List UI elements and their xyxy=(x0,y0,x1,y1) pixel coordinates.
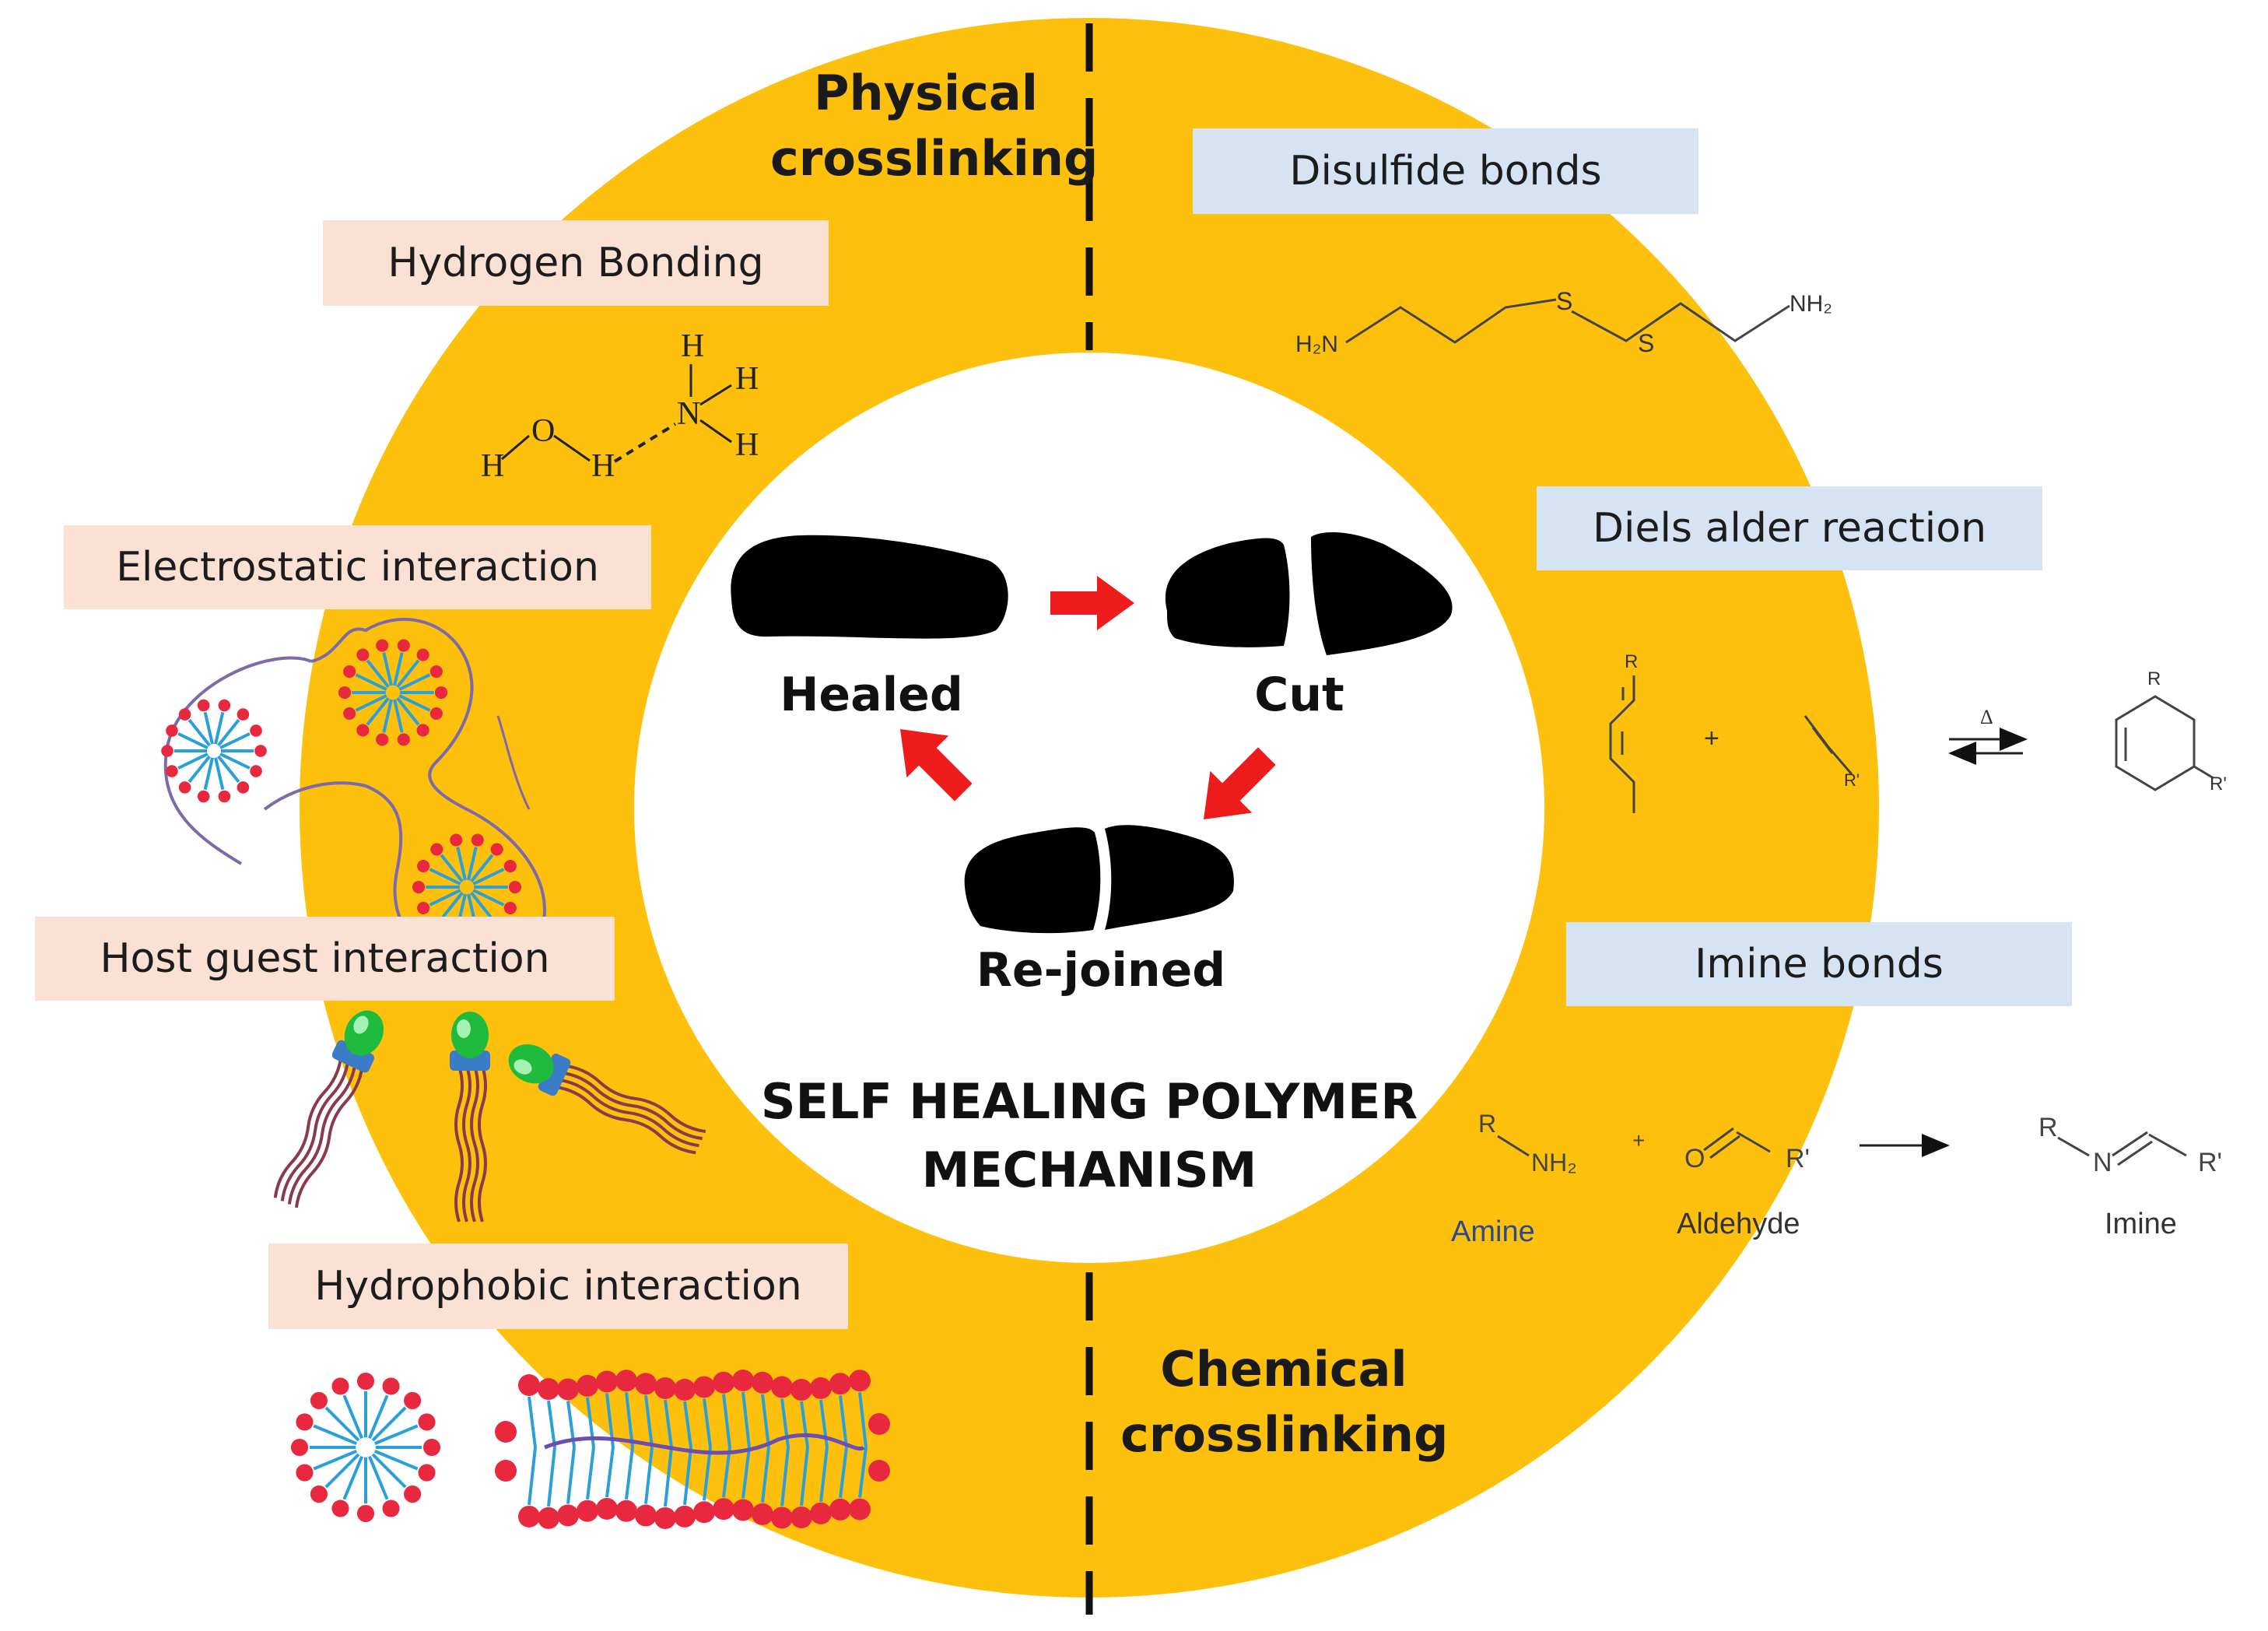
label-disulfide-bonds: Disulfide bonds xyxy=(1193,128,1698,214)
svg-text:R: R xyxy=(1478,1110,1496,1138)
rejoined-shape-left xyxy=(964,827,1101,934)
svg-text:+: + xyxy=(1632,1128,1645,1152)
micelle xyxy=(290,1372,441,1523)
arrow-cut-to-rejoined xyxy=(1203,747,1276,820)
hydrophobic-illustration xyxy=(290,1370,890,1529)
center-title-line2: MECHANISM xyxy=(921,1142,1257,1198)
svg-text:N: N xyxy=(677,396,700,432)
svg-text:R': R' xyxy=(2210,773,2227,794)
micelle-group xyxy=(161,639,522,941)
label-diels-alder-reaction: Diels alder reaction xyxy=(1537,486,2042,570)
electrostatic-illustration xyxy=(161,618,547,961)
micelle xyxy=(161,699,267,803)
svg-text:NH₂: NH₂ xyxy=(1790,291,1832,317)
chemical-heading-line1: Chemical xyxy=(1160,1341,1407,1398)
arrow-healed-to-cut xyxy=(1050,576,1134,630)
svg-text:S: S xyxy=(1638,329,1654,357)
svg-text:H₂N: H₂N xyxy=(1295,331,1338,357)
imine-structure: R NH₂ + O R' R N R' Amine Aldehyde Imine xyxy=(1451,1110,2222,1248)
physical-heading-line2: crosslinking xyxy=(770,130,1099,187)
hydrogen-bond-structure: H O H N H H H xyxy=(481,328,759,484)
host-guest-unit xyxy=(273,1010,384,1208)
micelle xyxy=(338,639,448,746)
label-imine-bonds: Imine bonds xyxy=(1566,922,2072,1006)
stage-label-healed: Healed xyxy=(780,668,963,722)
svg-text:H: H xyxy=(735,427,759,463)
svg-text:Δ: Δ xyxy=(1980,706,1993,728)
svg-text:NH₂: NH₂ xyxy=(1531,1149,1577,1177)
label-hydrophobic-interaction: Hydrophobic interaction xyxy=(268,1243,848,1329)
svg-text:O: O xyxy=(1684,1144,1705,1173)
svg-text:R: R xyxy=(2038,1113,2058,1142)
rejoined-shape-right xyxy=(1105,825,1234,930)
cut-piece-left xyxy=(1165,538,1290,647)
physical-crosslinking-heading: Physical crosslinking xyxy=(770,61,1099,191)
svg-text:Imine: Imine xyxy=(2105,1208,2177,1240)
center-title-line1: SELF HEALING POLYMER xyxy=(760,1073,1418,1130)
stage-label-cut: Cut xyxy=(1254,668,1344,722)
label-electrostatic-interaction: Electrostatic interaction xyxy=(64,525,651,609)
host-guest-unit xyxy=(508,1043,706,1155)
chemical-crosslinking-heading: Chemical crosslinking xyxy=(1120,1337,1449,1468)
svg-text:N: N xyxy=(2093,1148,2112,1177)
host-guest-illustration xyxy=(273,1010,706,1222)
svg-text:R': R' xyxy=(2198,1148,2222,1177)
physical-heading-line1: Physical xyxy=(814,65,1038,121)
micelle-aggregate xyxy=(495,1370,890,1529)
svg-text:R': R' xyxy=(1844,770,1860,790)
label-host-guest-interaction: Host guest interaction xyxy=(35,917,615,1001)
svg-text:Amine: Amine xyxy=(1451,1215,1535,1248)
svg-text:H: H xyxy=(481,448,504,484)
arrow-rejoined-to-healed xyxy=(899,728,973,801)
center-title: SELF HEALING POLYMER MECHANISM xyxy=(739,1068,1439,1205)
disulfide-structure: H₂N S S NH₂ xyxy=(1295,287,1832,357)
chemical-heading-line2: crosslinking xyxy=(1120,1406,1449,1463)
svg-text:+: + xyxy=(1704,724,1719,753)
svg-text:R: R xyxy=(2147,668,2161,689)
svg-text:S: S xyxy=(1556,287,1572,315)
svg-text:Aldehyde: Aldehyde xyxy=(1677,1208,1800,1240)
host-guest-unit xyxy=(450,1012,490,1222)
stage-label-rejoined: Re-joined xyxy=(976,943,1226,998)
svg-text:R': R' xyxy=(1786,1144,1810,1173)
label-hydrogen-bonding: Hydrogen Bonding xyxy=(323,220,829,306)
svg-text:H: H xyxy=(591,448,615,484)
svg-text:O: O xyxy=(531,413,555,449)
healed-shape xyxy=(731,535,1008,639)
diels-alder-structure: R + R' Δ R R' xyxy=(1609,651,2227,813)
cut-piece-right xyxy=(1311,532,1453,655)
svg-text:R: R xyxy=(1625,651,1638,672)
svg-text:H: H xyxy=(681,328,704,364)
svg-text:H: H xyxy=(735,361,759,397)
